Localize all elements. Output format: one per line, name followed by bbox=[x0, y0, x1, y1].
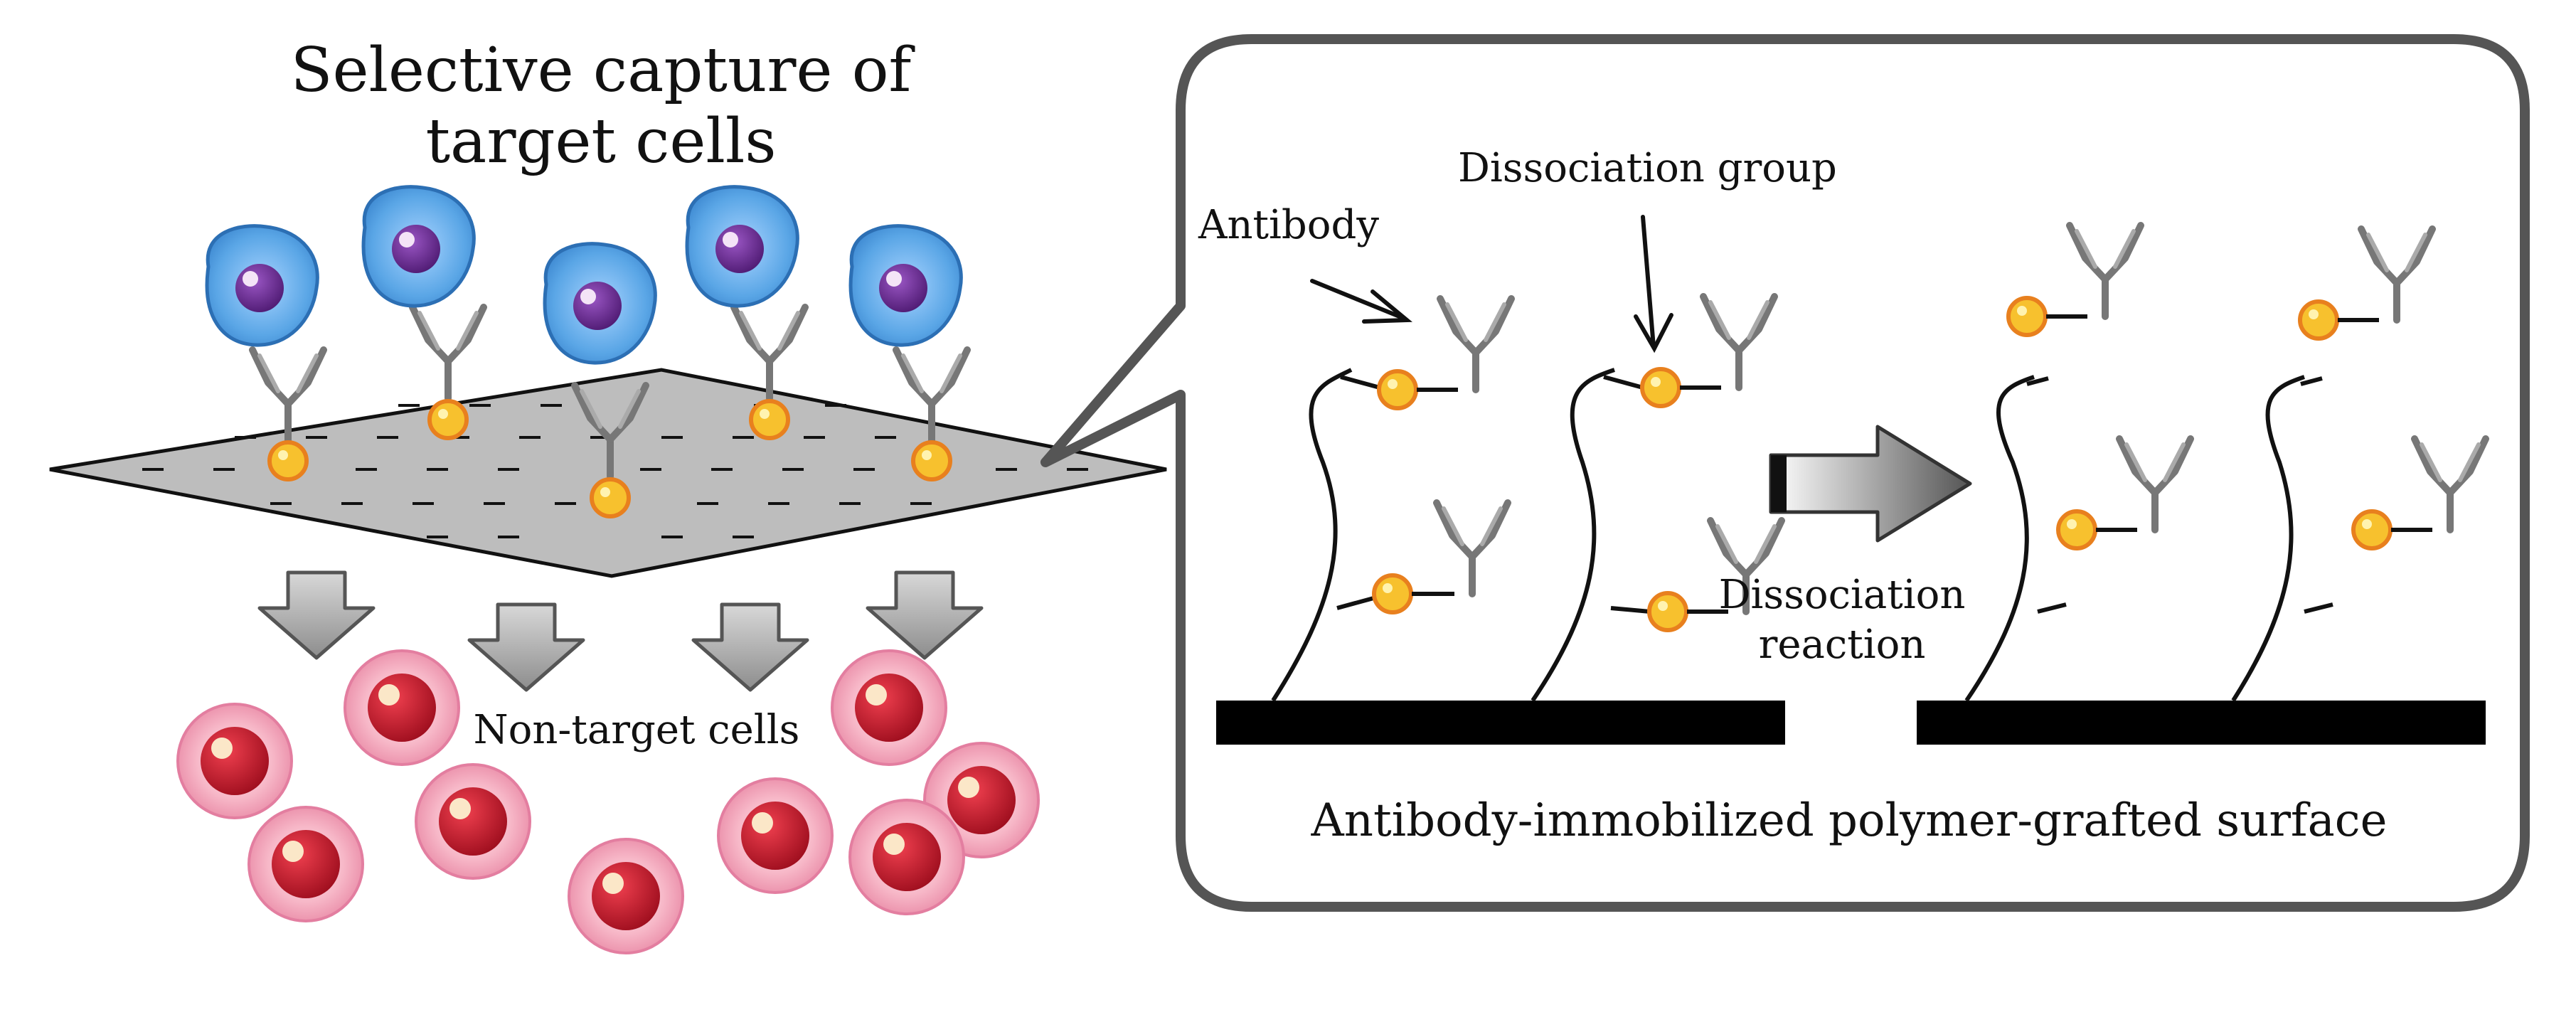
non-target-cell bbox=[717, 777, 834, 894]
target-cell bbox=[545, 244, 655, 363]
ligand-antibody-pair bbox=[1642, 297, 1774, 406]
non-target-cell bbox=[415, 763, 531, 880]
down-arrow-icon bbox=[693, 605, 807, 690]
left-panel: Selective capture of target cells bbox=[49, 35, 1167, 954]
antibody-label: Antibody bbox=[1198, 202, 1379, 248]
polymer-chain bbox=[2231, 375, 2305, 702]
surface-antibody bbox=[413, 307, 484, 398]
target-cell bbox=[687, 187, 797, 306]
surface-ligand bbox=[270, 442, 307, 479]
down-arrow-icon bbox=[868, 573, 981, 658]
left-title-line2: target cells bbox=[426, 106, 777, 177]
ligand-antibody-pair bbox=[1379, 299, 1511, 408]
target-cell bbox=[851, 226, 961, 345]
released-ligand-antibody-pair bbox=[2058, 439, 2191, 548]
surface-ligand bbox=[751, 401, 788, 438]
polymer-chain bbox=[1531, 368, 1615, 702]
dissociation-group-label: Dissociation group bbox=[1458, 145, 1837, 191]
polymer-chain bbox=[1964, 375, 2035, 702]
reaction-label-line1: Dissociation bbox=[1719, 572, 1966, 618]
non-target-cell bbox=[344, 649, 460, 766]
dissociation-group-pointer-arrow bbox=[1634, 215, 1673, 353]
ligand-antibody-pair bbox=[1374, 503, 1508, 612]
polymer-chain bbox=[1271, 368, 1353, 702]
target-cell bbox=[207, 226, 317, 345]
down-arrow-icon bbox=[260, 573, 373, 658]
surface-ligand bbox=[913, 442, 950, 479]
non-target-cell bbox=[831, 649, 947, 766]
non-target-label: Non-target cells bbox=[474, 707, 800, 753]
surface-ligand bbox=[430, 401, 467, 438]
released-ligand-antibody-pair bbox=[2008, 225, 2141, 335]
surface-ligand bbox=[592, 479, 629, 516]
reaction-arrow-icon bbox=[1769, 425, 1972, 543]
antibody-pointer-arrow bbox=[1310, 279, 1412, 324]
non-target-cell bbox=[176, 703, 293, 819]
substrate-after bbox=[1917, 701, 2486, 745]
ligand-antibody-pair bbox=[1649, 521, 1782, 630]
released-ligand-antibody-pair bbox=[2300, 229, 2432, 339]
substrate-before bbox=[1216, 701, 1785, 745]
non-target-cell bbox=[568, 838, 684, 954]
released-ligand-antibody-pair bbox=[2353, 439, 2486, 548]
non-target-cell bbox=[848, 799, 965, 915]
left-title-line1: Selective capture of bbox=[291, 35, 915, 106]
down-arrow-icon bbox=[469, 605, 583, 690]
reaction-label-line2: reaction bbox=[1759, 622, 1926, 668]
surface-caption: Antibody-immobilized polymer-grafted sur… bbox=[1311, 794, 2388, 847]
right-panel: Antibody Dissociation group bbox=[1198, 145, 2486, 847]
non-target-cell bbox=[248, 806, 364, 922]
target-cell bbox=[363, 187, 474, 306]
